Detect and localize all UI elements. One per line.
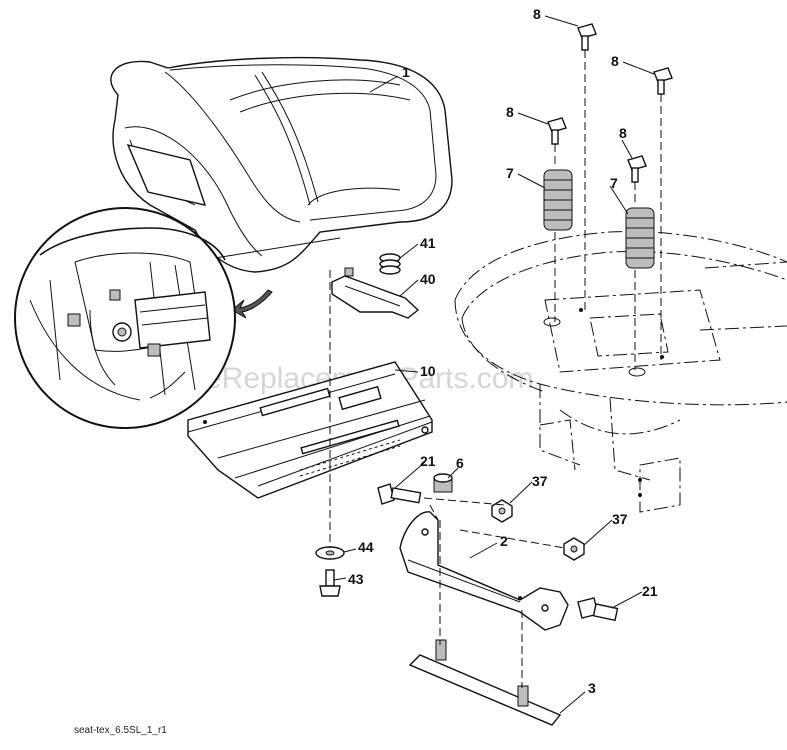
spring-7-b xyxy=(625,207,655,269)
callout-37-b: 37 xyxy=(612,511,628,527)
spring-7-a xyxy=(543,169,573,231)
callout-6: 6 xyxy=(456,455,464,471)
bolt-21-b xyxy=(577,597,619,622)
callout-2: 2 xyxy=(500,533,508,549)
spring-41 xyxy=(379,253,401,275)
nut-37-b xyxy=(563,537,585,561)
detail-zoom xyxy=(14,207,236,429)
callout-8-d: 8 xyxy=(619,125,627,141)
callout-41: 41 xyxy=(420,235,436,251)
callout-8-c: 8 xyxy=(506,104,514,120)
latch-40 xyxy=(331,267,420,319)
callout-7-a: 7 xyxy=(506,165,514,181)
seat xyxy=(110,56,453,273)
leader-lines xyxy=(333,15,655,714)
nut-37-a xyxy=(491,499,513,523)
bolt-8-a xyxy=(577,23,597,51)
callout-8-b: 8 xyxy=(611,53,619,69)
callout-8-a: 8 xyxy=(533,6,541,22)
bolt-8-d xyxy=(627,155,647,183)
bracket-2 xyxy=(399,511,569,631)
bolt-43 xyxy=(319,569,341,597)
bushing-6 xyxy=(433,473,453,493)
callout-21-a: 21 xyxy=(420,453,436,469)
bolt-8-c xyxy=(547,117,567,145)
bolt-21-a xyxy=(377,483,422,505)
callout-labels: 1 2 3 6 7 7 8 8 8 8 10 21 21 37 37 40 41… xyxy=(348,6,658,696)
bolt-8-b xyxy=(653,67,673,95)
arrow-icon xyxy=(231,289,273,319)
diagram-footnote: seat-tex_6.5SL_1_r1 xyxy=(74,725,167,736)
plate-3 xyxy=(408,639,562,726)
callout-10: 10 xyxy=(420,363,436,379)
seat-pan-10 xyxy=(187,361,433,499)
frame-fender xyxy=(454,231,787,513)
callout-40: 40 xyxy=(420,271,436,287)
callout-44: 44 xyxy=(358,539,374,555)
callout-3: 3 xyxy=(588,680,596,696)
callout-43: 43 xyxy=(348,571,364,587)
washer-44 xyxy=(315,546,345,560)
callout-21-b: 21 xyxy=(642,583,658,599)
callout-7-b: 7 xyxy=(610,175,618,191)
callout-37-a: 37 xyxy=(532,473,548,489)
callout-1: 1 xyxy=(402,64,410,80)
